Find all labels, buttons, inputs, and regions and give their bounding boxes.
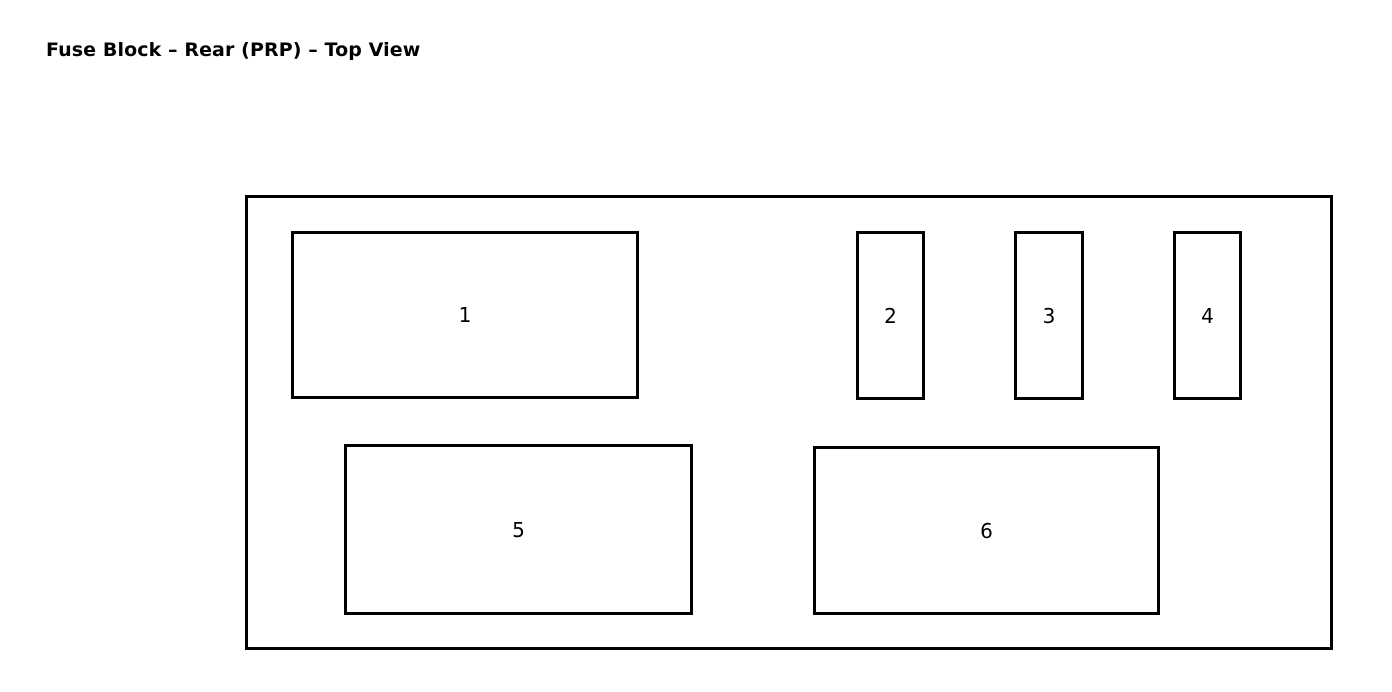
fuse-slot-5-label: 5 (512, 517, 525, 542)
fuse-slot-6[interactable]: 6 (813, 446, 1160, 615)
fuse-slot-2-label: 2 (884, 303, 897, 328)
fuse-slot-1-label: 1 (458, 303, 472, 327)
fuse-slot-3-label: 3 (1042, 303, 1056, 328)
fuse-slot-3[interactable]: 3 (1014, 231, 1084, 400)
fuse-slot-1[interactable]: 1 (291, 231, 639, 399)
fuse-slot-4[interactable]: 4 (1173, 231, 1242, 400)
fuse-slot-2[interactable]: 2 (856, 231, 925, 400)
fuse-block-housing: 1 2 3 4 5 6 (245, 195, 1333, 650)
page-title: Fuse Block – Rear (PRP) – Top View (46, 39, 421, 61)
fuse-slot-4-label: 4 (1201, 303, 1214, 328)
fuse-slot-6-label: 6 (980, 518, 993, 543)
fuse-slot-5[interactable]: 5 (344, 444, 693, 615)
